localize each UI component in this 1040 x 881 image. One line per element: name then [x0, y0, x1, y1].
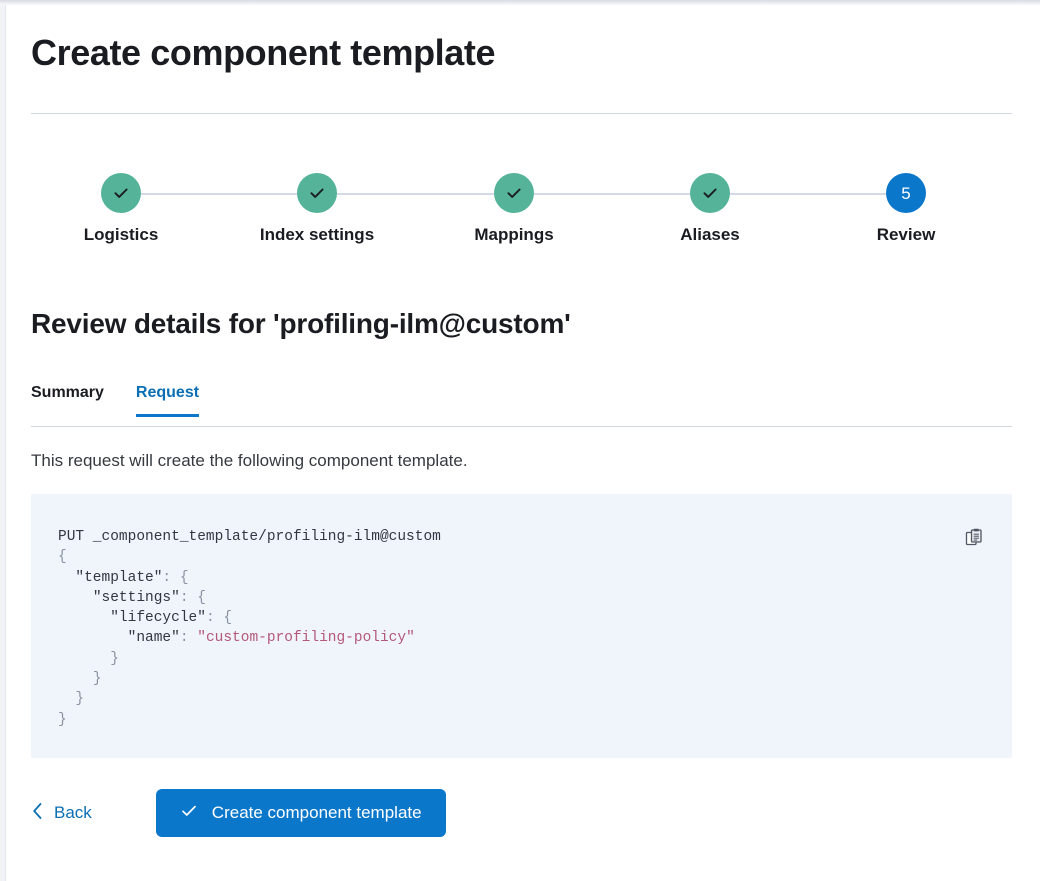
step-complete-check-icon	[494, 173, 534, 213]
back-button[interactable]: Back	[31, 802, 92, 825]
wizard-step-aliases[interactable]: Aliases	[620, 173, 800, 245]
wizard-footer: Back Create component template	[31, 787, 446, 839]
tab-request[interactable]: Request	[135, 384, 200, 417]
request-code-panel: PUT _component_template/profiling-ilm@cu…	[31, 494, 1012, 758]
step-number-badge: 5	[886, 173, 926, 213]
step-label: Mappings	[474, 225, 554, 244]
create-component-template-button[interactable]: Create component template	[155, 789, 446, 837]
step-label: Aliases	[680, 225, 740, 244]
clipboard-icon	[964, 528, 984, 551]
step-number: 5	[901, 183, 911, 203]
page-content: Create component template Logistics Index…	[7, 5, 1040, 881]
header-divider	[31, 113, 1012, 114]
tab-bar: Summary Request	[31, 383, 1012, 427]
wizard-step-mappings[interactable]: Mappings	[424, 173, 604, 245]
step-label: Review	[876, 225, 936, 244]
check-icon	[180, 802, 198, 825]
step-complete-check-icon	[101, 173, 141, 213]
step-label: Index settings	[259, 225, 375, 244]
wizard-step-index-settings[interactable]: Index settings	[227, 173, 407, 245]
step-connector-line	[534, 193, 690, 195]
wizard-step-logistics[interactable]: Logistics	[31, 173, 211, 245]
window-top-bar	[0, 0, 1040, 5]
tab-summary[interactable]: Summary	[31, 384, 104, 417]
window-left-gutter	[0, 5, 6, 881]
copy-to-clipboard-button[interactable]	[962, 527, 986, 551]
request-description: This request will create the following c…	[31, 451, 468, 470]
step-connector-line	[141, 193, 297, 195]
page-title: Create component template	[31, 32, 496, 73]
chevron-left-icon	[31, 802, 44, 825]
step-complete-check-icon	[690, 173, 730, 213]
step-connector-line	[730, 193, 886, 195]
create-button-label: Create component template	[211, 803, 422, 822]
step-label: Logistics	[83, 225, 159, 244]
request-code-block: PUT _component_template/profiling-ilm@cu…	[58, 529, 441, 728]
section-heading: Review details for 'profiling-ilm@custom…	[31, 308, 571, 339]
step-connector-line	[337, 193, 494, 195]
step-complete-check-icon	[297, 173, 337, 213]
back-button-label: Back	[54, 803, 92, 822]
